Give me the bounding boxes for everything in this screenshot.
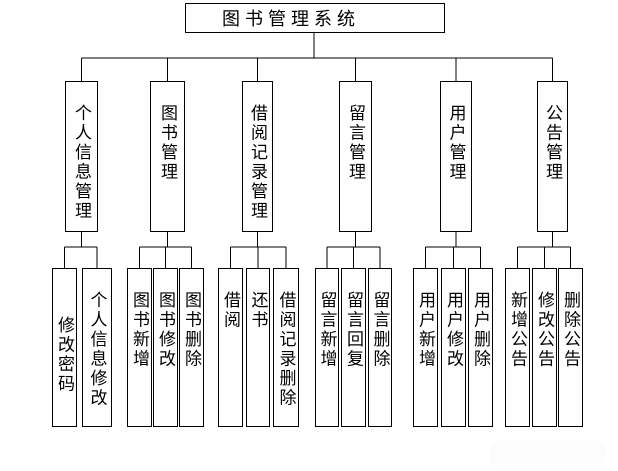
leaf-node-user-edit: 用户修改 <box>441 268 466 427</box>
root-node-label: 图书管理系统 <box>222 9 360 29</box>
branch-node-label: 个人信息管理 <box>72 104 91 221</box>
branch-node-book-management: 图书管理 <box>150 81 185 232</box>
branch-node-label: 留言管理 <box>346 104 365 182</box>
branch-node-label: 借阅记录管理 <box>248 104 267 221</box>
branch-node-user-management: 用户管理 <box>440 81 472 232</box>
leaf-node-label: 个人信息修改 <box>87 291 107 408</box>
leaf-node-label: 留言回复 <box>344 291 363 369</box>
watermark-blob <box>490 441 605 465</box>
leaf-node-label: 图书修改 <box>156 291 175 369</box>
leaf-node-personal-info-edit: 个人信息修改 <box>82 268 112 427</box>
leaf-node-label: 修改公告 <box>535 291 554 369</box>
leaf-node-label: 图书删除 <box>182 291 201 369</box>
leaf-node-book-edit: 图书修改 <box>153 268 178 427</box>
leaf-node-label: 留言新增 <box>317 291 337 369</box>
leaf-node-label: 修改密码 <box>55 316 74 394</box>
leaf-node-label: 用户删除 <box>471 291 490 369</box>
branch-node-label: 图书管理 <box>158 104 177 182</box>
leaf-node-label: 新增公告 <box>508 291 527 369</box>
branch-node-message-management: 留言管理 <box>339 81 372 232</box>
leaf-node-label: 图书新增 <box>130 291 149 369</box>
leaf-node-borrow: 借阅 <box>218 268 243 427</box>
branch-node-borrow-record-management: 借阅记录管理 <box>242 81 273 232</box>
leaf-node-label: 借阅记录删除 <box>276 291 296 408</box>
leaf-node-label: 还书 <box>248 291 268 330</box>
leaf-node-label: 借阅 <box>221 291 240 330</box>
leaf-node-label: 用户新增 <box>416 291 435 369</box>
leaf-node-label: 用户修改 <box>444 291 463 369</box>
branch-node-label: 公告管理 <box>543 104 562 182</box>
leaf-node-user-delete: 用户删除 <box>468 268 493 427</box>
leaf-node-announcement-add: 新增公告 <box>505 268 530 427</box>
root-node-library-management-system: 图书管理系统 <box>185 3 445 33</box>
leaf-node-book-delete: 图书删除 <box>179 268 204 427</box>
leaf-node-label: 留言删除 <box>370 291 390 369</box>
leaf-node-announcement-edit: 修改公告 <box>532 268 557 427</box>
branch-node-label: 用户管理 <box>446 104 466 182</box>
leaf-node-change-password: 修改密码 <box>52 268 77 427</box>
branch-node-announcement-management: 公告管理 <box>537 81 568 232</box>
leaf-node-borrow-record-delete: 借阅记录删除 <box>273 268 299 427</box>
leaf-node-message-add: 留言新增 <box>315 268 339 427</box>
leaf-node-book-add: 图书新增 <box>127 268 152 427</box>
branch-node-personal-info-management: 个人信息管理 <box>65 81 98 232</box>
leaf-node-label: 删除公告 <box>561 291 580 369</box>
leaf-node-message-reply: 留言回复 <box>341 268 366 427</box>
leaf-node-return-book: 还书 <box>246 268 270 427</box>
leaf-node-user-add: 用户新增 <box>413 268 438 427</box>
leaf-node-announcement-delete: 删除公告 <box>558 268 583 427</box>
leaf-node-message-delete: 留言删除 <box>368 268 392 427</box>
